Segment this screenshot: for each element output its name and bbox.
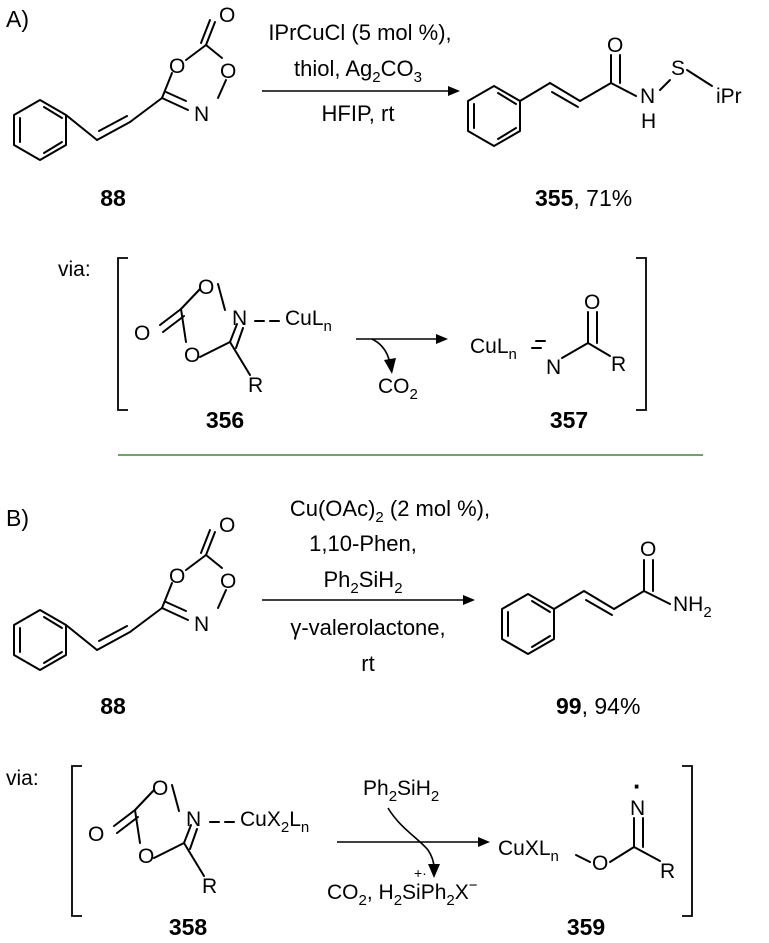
sulfur-atom: S: [671, 57, 685, 80]
ring-nitrogen: N: [194, 103, 209, 126]
carbonyl-oxygen: O: [607, 34, 623, 57]
r-group: R: [202, 875, 217, 898]
co2-release-arrowhead: [384, 358, 396, 374]
arrowhead: [463, 595, 475, 605]
isopropyl-group: iPr: [716, 85, 742, 108]
condition-catalyst: IPrCuCl (5 mol %),: [268, 20, 451, 45]
carbonyl-oxygen: O: [134, 322, 150, 345]
condition-silane-b: Ph2SiH2: [323, 567, 402, 597]
copper-complex: CuX2Ln: [240, 808, 309, 836]
intermediate-358: O O O N R CuX2Ln: [88, 777, 309, 898]
carbonyl-oxygen: O: [88, 823, 104, 846]
compound-99-label: 99, 94%: [556, 693, 640, 719]
carbonyl-oxygen: O: [584, 291, 600, 314]
right-bracket-b: [682, 765, 693, 917]
condition-ligand-b: 1,10-Phen,: [309, 531, 417, 556]
compound-359-label: 359: [567, 914, 605, 940]
co2-byproduct: CO2: [378, 375, 418, 403]
ester-oxygen: O: [592, 852, 608, 875]
arrowhead: [436, 334, 448, 344]
condition-temperature-b: rt: [361, 651, 374, 676]
panel-a-starting-material: O O O N: [13, 4, 236, 161]
panel-b-product: O NH2: [501, 538, 712, 655]
benzene-ring: [501, 593, 555, 655]
via-label: via:: [58, 258, 91, 281]
compound-357-label: 357: [550, 407, 588, 433]
byproducts: CO2, H2SiPh2X−: [327, 877, 478, 909]
benzene-ring: [13, 609, 67, 671]
r-group: R: [611, 353, 626, 376]
condition-catalyst-b: Cu(OAc)2 (2 mol %),: [290, 496, 490, 526]
condition-solvent: HFIP, rt: [322, 101, 395, 126]
ring-nitrogen: N: [194, 613, 209, 636]
condition-solvent-b: γ-valerolactone,: [290, 615, 445, 640]
condition-reagents: thiol, Ag2CO3: [294, 56, 422, 86]
intermediate-359: CuXLn O N · R: [498, 771, 675, 883]
ring-oxygen: O: [169, 55, 185, 78]
intermediate-357: CuLn N O R: [470, 291, 626, 379]
intermediate-356: O O O N R CuLn: [134, 276, 332, 397]
panel-a-product: O N H S iPr: [467, 34, 742, 147]
left-bracket: [117, 257, 128, 411]
via-label-b: via:: [6, 767, 39, 790]
copper-ligand: CuLn: [285, 307, 332, 335]
amine-group: NH2: [673, 593, 712, 621]
ring-oxygen: O: [169, 565, 185, 588]
compound-355-label: 355, 71%: [535, 185, 632, 211]
amide-hydrogen: H: [641, 110, 656, 133]
ring-nitrogen: N: [186, 808, 201, 831]
radical-dot: ·: [633, 771, 642, 801]
compound-88-label-b: 88: [100, 693, 126, 719]
benzene-ring: [467, 85, 521, 147]
compound-356-label: 356: [206, 407, 244, 433]
copper-complex: CuXLn: [498, 837, 559, 865]
radical-cation-sign: +·: [414, 865, 427, 881]
right-bracket: [636, 257, 647, 411]
carbonyl-oxygen: O: [219, 4, 235, 27]
r-group: R: [660, 860, 675, 883]
ring-nitrogen: N: [232, 307, 247, 330]
carbonyl-oxygen: O: [219, 514, 235, 537]
panel-b-label: B): [6, 505, 29, 531]
amide-nitrogen: N: [640, 85, 655, 108]
arrowhead: [478, 837, 490, 847]
copper-ligand: CuLn: [470, 335, 517, 363]
ring-oxygen: O: [152, 777, 168, 800]
ring-oxygen-2: O: [220, 570, 236, 593]
ring-oxygen-2: O: [184, 344, 200, 367]
ring-oxygen-2: O: [220, 60, 236, 83]
arrowhead: [448, 86, 460, 96]
byproduct-arrowhead: [428, 864, 440, 878]
panel-a-label: A): [6, 6, 29, 32]
panel-b-starting-material: O O O N: [13, 514, 236, 671]
benzene-ring: [13, 99, 67, 161]
nitrogen-radical: N: [630, 797, 645, 820]
compound-88-label: 88: [100, 185, 126, 211]
r-group: R: [248, 374, 263, 397]
compound-358-label: 358: [169, 914, 208, 940]
carbonyl-oxygen: O: [640, 538, 656, 561]
silane-reagent: Ph2SiH2: [363, 777, 439, 805]
left-bracket-b: [71, 765, 82, 917]
nitrogen-atom: N: [546, 356, 561, 379]
ring-oxygen: O: [198, 276, 214, 299]
ring-oxygen-2: O: [138, 845, 154, 868]
silane-in-out-curve: [387, 807, 435, 869]
